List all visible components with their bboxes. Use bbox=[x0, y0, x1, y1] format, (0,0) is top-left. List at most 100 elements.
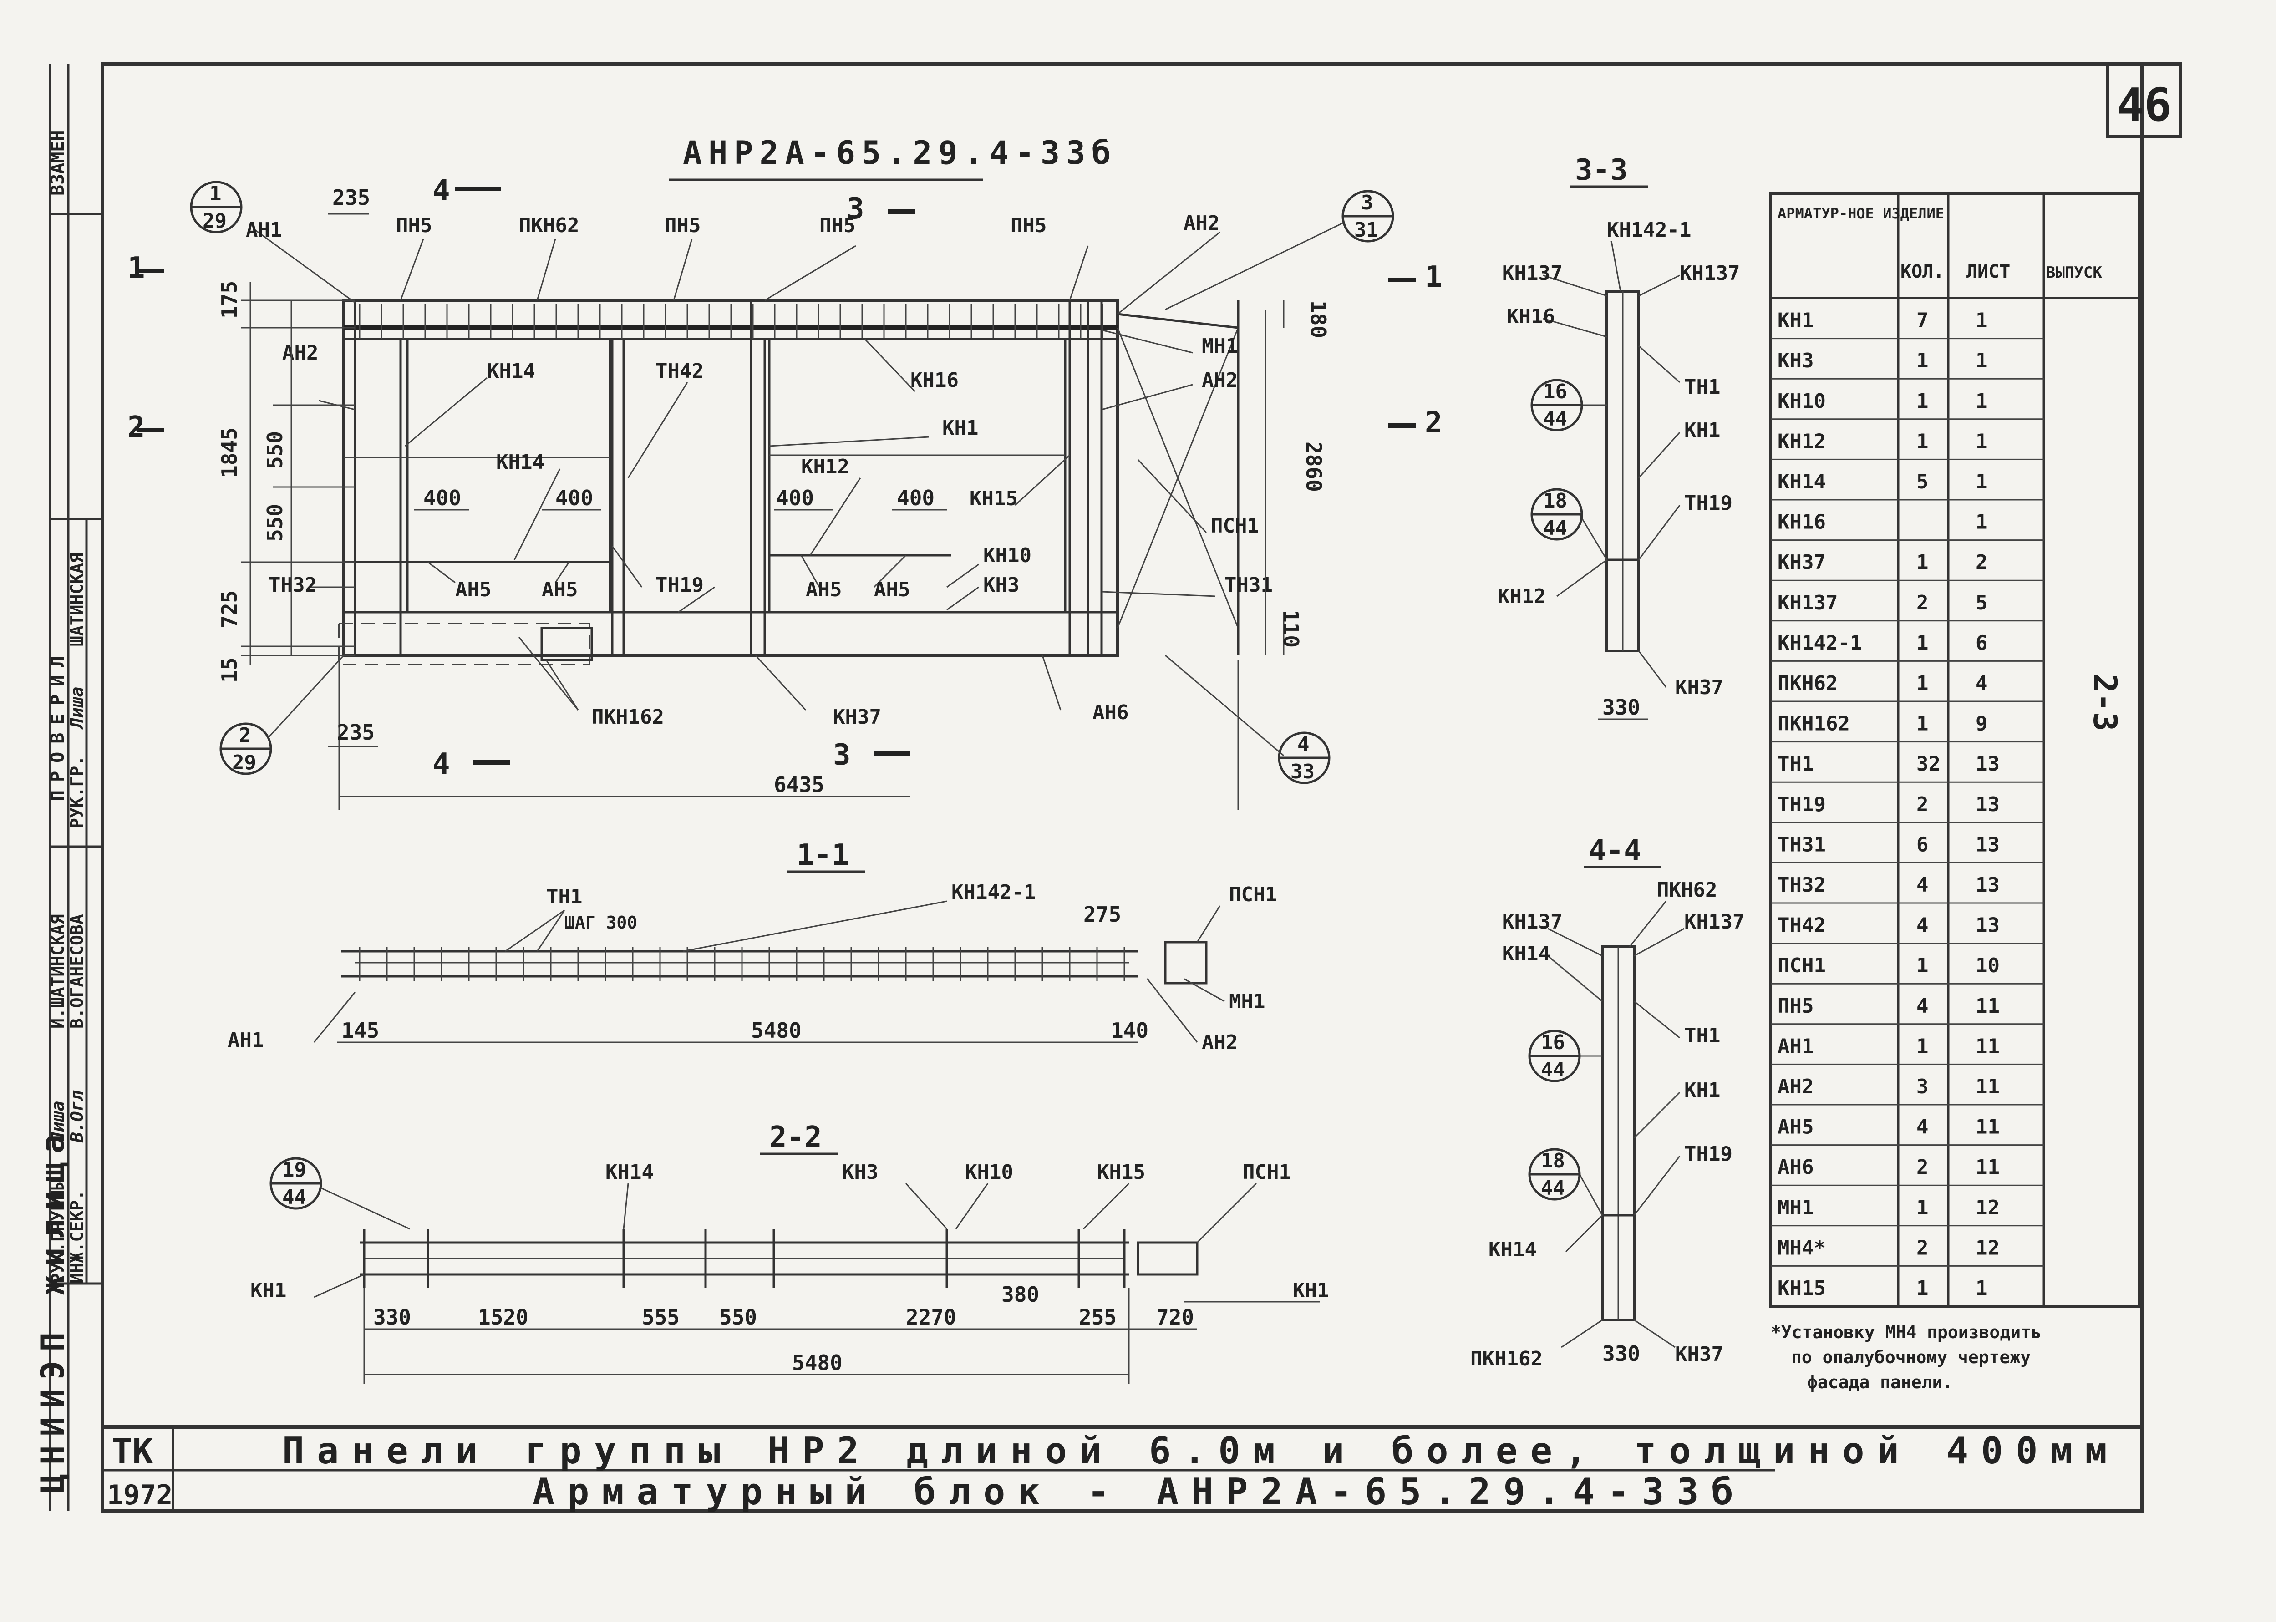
svg-text:АН1: АН1 bbox=[246, 218, 282, 242]
svg-text:ПСН1: ПСН1 bbox=[1243, 1161, 1291, 1184]
table-cell: 13 bbox=[1976, 873, 2000, 897]
svg-text:КН16: КН16 bbox=[1507, 305, 1555, 328]
table-cell: 11 bbox=[1976, 995, 2000, 1018]
svg-text:КН14: КН14 bbox=[605, 1161, 654, 1184]
table-cell: 13 bbox=[1976, 833, 2000, 856]
svg-text:550: 550 bbox=[263, 431, 287, 469]
callout-3-31: 3 31 bbox=[1341, 190, 1394, 243]
table-cell: 1 bbox=[1976, 390, 1988, 413]
table-cell: КН14 bbox=[1778, 470, 1826, 493]
svg-text:550: 550 bbox=[263, 504, 287, 542]
svg-text:ТН19: ТН19 bbox=[1684, 492, 1732, 515]
svg-text:1-1: 1-1 bbox=[797, 838, 849, 872]
table-cell: 13 bbox=[1976, 752, 2000, 776]
stamp-role-1: РУК.ГРУППЫ bbox=[48, 1179, 68, 1284]
section-cut-marks: 1 2 1 2 4 3 4 3 bbox=[127, 174, 1443, 781]
table-cell: 1 bbox=[1976, 430, 1988, 453]
table-cell: 1 bbox=[1916, 1277, 1929, 1300]
svg-text:ТН1: ТН1 bbox=[1684, 376, 1720, 399]
table-cell: ПКН162 bbox=[1778, 712, 1850, 736]
block-mark: АНР2А-65.29.4-33б bbox=[683, 134, 1117, 172]
svg-text:19: 19 bbox=[282, 1158, 306, 1182]
table-cell: 4 bbox=[1916, 1116, 1929, 1139]
table-cell: ТН42 bbox=[1778, 914, 1826, 937]
svg-text:44: 44 bbox=[1541, 1177, 1565, 1200]
svg-text:4: 4 bbox=[432, 174, 450, 208]
svg-text:400: 400 bbox=[423, 486, 461, 510]
table-cell: 6 bbox=[1976, 631, 1988, 655]
footnote-2: по опалубочному чертежу bbox=[1791, 1347, 2031, 1367]
svg-text:ТН19: ТН19 bbox=[1684, 1142, 1732, 1166]
specification-table: АРМАТУР-НОЕ ИЗДЕЛИЕ КОЛ. ЛИСТ ВЫПУСК КН1… bbox=[1769, 192, 2141, 1392]
svg-text:КН14: КН14 bbox=[496, 451, 544, 474]
institute-name: ЦНИИЭП жилища bbox=[34, 1125, 71, 1493]
svg-text:КН1: КН1 bbox=[1684, 419, 1720, 442]
svg-text:2: 2 bbox=[1425, 406, 1443, 440]
table-cell: 13 bbox=[1976, 793, 2000, 816]
main-elevation: АНР2А-65.29.4-33б bbox=[127, 134, 1443, 810]
approval-stamp: ВЗАМЕН ПРОВЕРИЛ РУК.ГРУППЫ ИНЖ.СЕКР. РУК… bbox=[34, 64, 102, 1511]
svg-text:555: 555 bbox=[642, 1305, 680, 1330]
svg-text:400: 400 bbox=[776, 486, 814, 510]
table-cell: 11 bbox=[1976, 1116, 2000, 1139]
svg-text:44: 44 bbox=[282, 1186, 306, 1209]
elevation-dimensions: 235 175 1845 550 550 725 15 400 400 400 … bbox=[217, 185, 1331, 810]
svg-text:6435: 6435 bbox=[774, 772, 824, 797]
svg-text:АН5: АН5 bbox=[806, 578, 842, 601]
svg-text:АН1: АН1 bbox=[228, 1029, 264, 1052]
table-cell: 5 bbox=[1916, 470, 1929, 493]
svg-text:КН1: КН1 bbox=[942, 416, 978, 440]
table-cell: АН1 bbox=[1778, 1035, 1814, 1058]
svg-text:44: 44 bbox=[1541, 1058, 1565, 1081]
table-cell: 11 bbox=[1976, 1156, 2000, 1179]
svg-text:ПКН162: ПКН162 bbox=[592, 705, 664, 729]
svg-text:ПСН1: ПСН1 bbox=[1211, 514, 1259, 538]
svg-text:3: 3 bbox=[1361, 191, 1373, 214]
section-1-1: 1-1 ТН1 ШАГ 300 КН142-1 ПСН1 МН1 АН1 АН2… bbox=[228, 838, 1277, 1054]
svg-text:ПН5: ПН5 bbox=[1011, 214, 1047, 237]
callout-1-29: 1 29 bbox=[190, 181, 243, 233]
svg-text:4: 4 bbox=[1297, 733, 1310, 756]
svg-text:ТН1: ТН1 bbox=[546, 885, 582, 908]
page-number: 46 bbox=[2117, 78, 2171, 132]
table-cell: 1 bbox=[1916, 551, 1929, 574]
svg-text:КН137: КН137 bbox=[1684, 910, 1744, 934]
table-cell: 1 bbox=[1916, 390, 1929, 413]
svg-text:ПКН62: ПКН62 bbox=[1657, 878, 1717, 902]
svg-text:2860: 2860 bbox=[1301, 442, 1326, 492]
svg-text:АН2: АН2 bbox=[1202, 1031, 1238, 1054]
svg-text:720: 720 bbox=[1156, 1305, 1194, 1330]
svg-text:235: 235 bbox=[337, 720, 375, 745]
table-header-item: АРМАТУР-НОЕ ИЗДЕЛИЕ bbox=[1778, 205, 1944, 222]
svg-text:44: 44 bbox=[1543, 517, 1567, 540]
table-header-sheet: ЛИСТ bbox=[1966, 261, 2010, 282]
svg-text:140: 140 bbox=[1111, 1018, 1148, 1043]
table-cell: ТН19 bbox=[1778, 793, 1826, 816]
svg-text:КН1: КН1 bbox=[1684, 1079, 1720, 1102]
svg-text:АН5: АН5 bbox=[874, 578, 910, 601]
table-cell: 4 bbox=[1916, 995, 1929, 1018]
svg-text:15: 15 bbox=[217, 658, 242, 683]
svg-text:44: 44 bbox=[1543, 407, 1567, 431]
svg-text:175: 175 bbox=[217, 281, 242, 319]
svg-text:ШАГ 300: ШАГ 300 bbox=[564, 913, 637, 933]
elevation-leaders bbox=[254, 222, 1343, 756]
stamp-sign-3: Лиша bbox=[67, 686, 87, 730]
svg-text:550: 550 bbox=[719, 1305, 757, 1330]
svg-text:ПКН162: ПКН162 bbox=[1470, 1347, 1543, 1370]
section-1-1-stirrups bbox=[359, 947, 1125, 981]
table-cell: КН3 bbox=[1778, 349, 1814, 372]
svg-text:5480: 5480 bbox=[792, 1350, 843, 1375]
table-cell: 2 bbox=[1916, 591, 1929, 614]
table-cell: 1 bbox=[1916, 631, 1929, 655]
svg-text:ПН5: ПН5 bbox=[665, 214, 701, 237]
year-label: 1972 bbox=[107, 1479, 173, 1511]
svg-text:АН2: АН2 bbox=[1202, 369, 1238, 392]
title-block: ТК 1972 Панели группы НР2 длиной 6.0м и … bbox=[102, 1425, 2142, 1513]
